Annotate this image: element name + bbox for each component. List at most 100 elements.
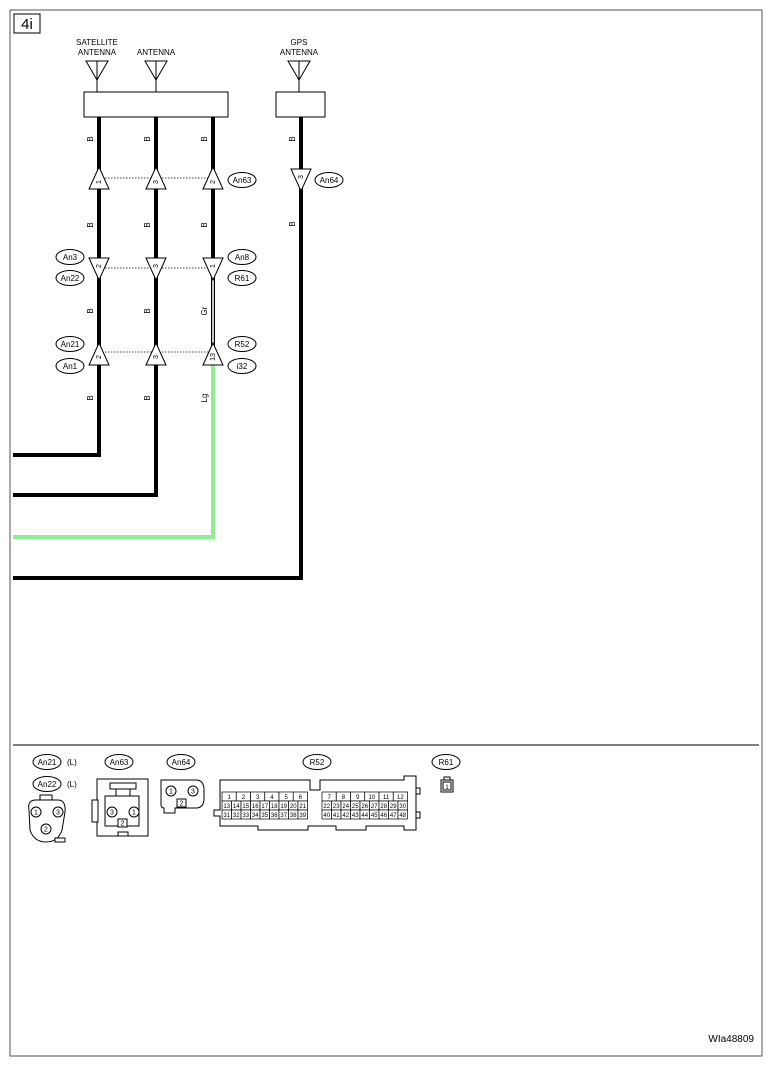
r52-pin-number: 35 — [261, 813, 268, 819]
wire-codes: B B B B B B B B B B Gr B B Lg — [86, 136, 297, 402]
svg-text:R61: R61 — [235, 274, 250, 283]
an63-pin-1: 1 — [88, 165, 110, 190]
svg-text:B: B — [143, 222, 152, 227]
svg-text:1: 1 — [445, 785, 449, 791]
r61-view-label: R61 — [431, 754, 461, 770]
an63-view-label: An63 — [104, 754, 134, 770]
svg-text:(L): (L) — [67, 758, 77, 767]
r52-pin-cell — [397, 809, 408, 820]
r52-pin-number: 42 — [342, 813, 349, 819]
round-pin-1: 1 — [34, 810, 38, 817]
svg-text:An3: An3 — [63, 253, 78, 262]
svg-text:R52: R52 — [235, 340, 250, 349]
r52-view-label: R52 — [302, 754, 332, 770]
round-pin-3: 3 — [56, 810, 60, 817]
svg-text:3: 3 — [153, 180, 160, 184]
svg-text:(L): (L) — [67, 780, 77, 789]
svg-text:3: 3 — [298, 175, 305, 179]
r52-pin-cell — [297, 809, 308, 820]
r61-label: R61 — [227, 270, 257, 286]
r52-pin-number: 14 — [233, 804, 240, 810]
svg-text:i32: i32 — [237, 362, 248, 371]
satellite-antenna-label: SATELLITE ANTENNA — [76, 38, 118, 57]
svg-text:3: 3 — [153, 355, 160, 359]
svg-text:Gr: Gr — [200, 306, 209, 315]
r52-pin-number: 10 — [369, 795, 376, 801]
svg-text:B: B — [86, 136, 95, 141]
svg-text:2: 2 — [121, 821, 125, 828]
an64-pin-3: 3 — [290, 168, 312, 193]
r52-pin-number: 22 — [323, 804, 330, 810]
r52-pin-number: 25 — [352, 804, 359, 810]
an22-view-label: An22 (L) — [32, 776, 77, 792]
svg-text:1: 1 — [132, 810, 136, 817]
r52-pin-number: 13 — [223, 804, 230, 810]
an63-pin-3: 3 — [145, 165, 167, 190]
an64-label: An64 — [314, 172, 344, 188]
svg-text:1: 1 — [210, 264, 217, 268]
r52-pin-number: 24 — [342, 804, 349, 810]
r52-pin-number: 8 — [342, 795, 346, 801]
r52-pin-number: 40 — [323, 813, 330, 819]
r52-pin-number: 34 — [252, 813, 259, 819]
r52-pin-number: 11 — [383, 795, 390, 801]
svg-text:ANTENNA: ANTENNA — [78, 48, 117, 57]
svg-text:GPS: GPS — [291, 38, 308, 47]
wire-black-gps — [13, 117, 303, 580]
svg-text:B: B — [200, 136, 209, 141]
page-label-box: 4i — [13, 13, 41, 34]
r52-pin-number: 32 — [233, 813, 240, 819]
an3-label: An3 — [55, 249, 85, 265]
wire-light-green — [13, 352, 215, 539]
svg-text:An21: An21 — [61, 340, 80, 349]
figure-id: WIa48809 — [708, 1034, 754, 1045]
svg-text:An64: An64 — [172, 758, 191, 767]
svg-text:An1: An1 — [63, 362, 78, 371]
r52-pin-number: 1 — [227, 795, 231, 801]
antenna-label: ANTENNA — [137, 48, 176, 57]
page-label: 4i — [21, 16, 33, 33]
r52-pin-number: 30 — [399, 804, 406, 810]
svg-text:2: 2 — [96, 355, 103, 359]
svg-text:B: B — [86, 222, 95, 227]
page-border — [9, 9, 763, 1057]
r52-pin-number: 37 — [280, 813, 287, 819]
r52-pin-number: 43 — [352, 813, 359, 819]
r52-pin-number: 2 — [242, 795, 246, 801]
svg-text:3: 3 — [110, 810, 114, 817]
r52-pin-number: 31 — [223, 813, 230, 819]
svg-text:3: 3 — [153, 264, 160, 268]
r52-pin-number: 36 — [271, 813, 278, 819]
r52-pin-number: 6 — [299, 795, 303, 801]
svg-text:B: B — [143, 395, 152, 400]
svg-text:2: 2 — [210, 180, 217, 184]
svg-text:An63: An63 — [233, 176, 252, 185]
r52-pin-number: 45 — [371, 813, 378, 819]
an21-pin-2: 2 — [88, 341, 110, 366]
svg-text:1: 1 — [169, 789, 173, 796]
svg-text:B: B — [86, 395, 95, 400]
r52-pin-number: 48 — [399, 813, 406, 819]
wire-black-2 — [13, 117, 158, 497]
wire-black-1 — [13, 117, 101, 457]
svg-text:2: 2 — [96, 264, 103, 268]
r52-pin-13: 13 — [202, 341, 224, 366]
svg-text:B: B — [143, 136, 152, 141]
r52-pin-number: 4 — [270, 795, 274, 801]
gps-antenna-icon — [287, 60, 311, 92]
svg-text:B: B — [200, 222, 209, 227]
r52-pin-number: 47 — [390, 813, 397, 819]
svg-text:B: B — [86, 308, 95, 313]
r52-pin-number: 15 — [242, 804, 249, 810]
r52-pin-number: 26 — [361, 804, 368, 810]
r52-pin-number: 17 — [261, 804, 268, 810]
svg-text:1: 1 — [96, 180, 103, 184]
svg-text:An22: An22 — [61, 274, 80, 283]
gps-antenna-module-box — [275, 91, 326, 118]
gps-antenna-label: GPS ANTENNA — [280, 38, 319, 57]
svg-text:An64: An64 — [320, 176, 339, 185]
r52-pin-number: 41 — [333, 813, 340, 819]
i32-label: i32 — [227, 358, 257, 374]
an64-connector-face — [160, 779, 205, 814]
svg-text:13: 13 — [210, 353, 217, 361]
